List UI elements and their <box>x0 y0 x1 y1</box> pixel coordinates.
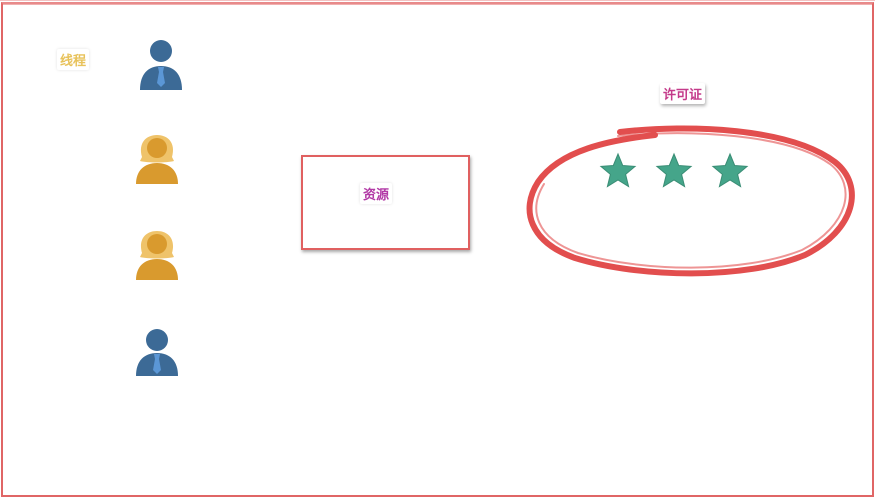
resource-label: 资源 <box>360 183 393 204</box>
female-person-icon <box>136 135 178 184</box>
license-label: 许可证 <box>660 83 706 104</box>
head <box>147 138 167 158</box>
tie <box>153 354 161 374</box>
hand-drawn-ellipse-inner <box>535 132 847 269</box>
female-person-icon <box>136 231 178 280</box>
male-person-icon <box>140 40 182 90</box>
star-icon <box>599 152 637 188</box>
head <box>147 234 167 254</box>
tie <box>157 67 165 87</box>
star-icon <box>711 152 749 188</box>
thread-label: 线程 <box>57 49 90 70</box>
star-icon <box>655 152 693 188</box>
male-person-icon <box>136 329 178 376</box>
head <box>146 329 168 351</box>
body <box>136 259 178 280</box>
hand-drawn-ellipse <box>526 125 855 277</box>
license-circle <box>526 125 855 277</box>
license-stars <box>599 152 749 188</box>
head <box>150 40 172 62</box>
body <box>136 163 178 184</box>
frame-top-line <box>0 0 875 1</box>
